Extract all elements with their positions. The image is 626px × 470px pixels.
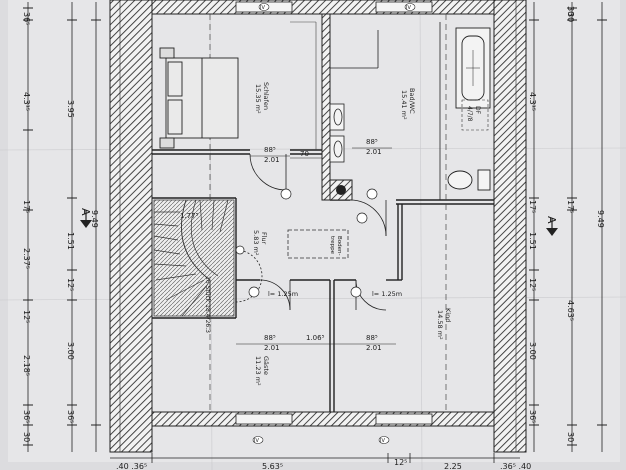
window-marker-1: IV: [260, 5, 265, 11]
dim-left-8: 30: [22, 432, 31, 442]
svg-text:Boden-: Boden-: [336, 236, 342, 255]
room-kind-area: 14.58 m²: [436, 310, 444, 340]
staircase: [153, 199, 235, 317]
dim-left-5: 12⁵: [22, 310, 31, 323]
window-marker-4: IV: [380, 438, 385, 444]
window-markers: IV IV IV IV: [252, 3, 416, 444]
wardrobe: [290, 21, 317, 150]
dim-right-outer-5: 30: [566, 432, 575, 442]
bathtub: [455, 27, 491, 109]
roof-window-label: DF 4/7/8: [461, 99, 489, 131]
dim-inner-3: 12⁵: [66, 278, 75, 291]
svg-text:DF: DF: [474, 106, 481, 115]
dim-inner-4: 3.00: [66, 342, 75, 360]
window-marker-2: IV: [406, 5, 411, 11]
dim-left-total: 9.49: [90, 210, 99, 228]
door6-height: 2.01: [366, 344, 382, 352]
dim-left-7: 36⁵: [22, 410, 31, 423]
room-kind-name: Kind: [444, 308, 452, 322]
dim-right-inner-4: 12⁵: [528, 278, 537, 291]
dim-right-inner-3: 1.51: [528, 232, 537, 250]
paper-sheet: [8, 0, 620, 462]
dim-right-inner-6: 36⁵: [528, 410, 537, 423]
dim-right-inner-5: 3.00: [528, 342, 537, 360]
door-dim-lines: [236, 147, 396, 345]
dim-inner-5: 36⁵: [66, 410, 75, 423]
dim-left-6: 2.18⁵: [22, 355, 31, 376]
toilet: [447, 169, 491, 191]
door5-width: 1.06⁵: [306, 334, 325, 342]
clearance-2: l= 1.25m: [372, 290, 402, 298]
dimension-chain-left: [23, 2, 101, 452]
room-gaeste-name: Gäste: [262, 356, 270, 375]
door4-height: 2.01: [264, 344, 280, 352]
svg-text:A: A: [545, 216, 558, 224]
dim-bottom-1: .40 .36⁵: [116, 462, 147, 470]
room-labels: Schlafen 15.35 m² Bad/WC 15.41 m² Flur 5…: [252, 82, 452, 386]
dim-right-outer-3: 17⁵: [566, 200, 575, 213]
dim-bottom-4: 2.25: [444, 462, 462, 470]
door-markers: [235, 188, 378, 298]
room-bad-name: Bad/WC: [408, 88, 416, 114]
dim-right-outer-4: 4.63⁵: [566, 300, 575, 321]
doors: [235, 153, 387, 311]
section-marker-right: A: [545, 216, 558, 236]
svg-text:A: A: [79, 208, 92, 216]
door3-height: 2.01: [366, 148, 382, 156]
door4-width: 88⁵: [264, 334, 276, 342]
dim-inner-1: 3.95: [66, 100, 75, 118]
dim-right-total: 9.49: [596, 210, 605, 228]
door6-width: 88⁵: [366, 334, 378, 342]
dim-bottom-3: 12⁵: [394, 458, 407, 467]
dim-left-3: 17⁵: [22, 200, 31, 213]
dimension-labels-bottom: .40 .36⁵ 5.63⁵ 12⁵ 2.25 .36⁵ .40: [116, 458, 531, 470]
clearance-1: l= 1.25m: [268, 290, 298, 298]
dimension-labels-left: 36⁵ 4.3¹⁵ 17⁵ 2.37⁵ 12⁵ 2.18⁵ 36⁵ 30 3.9…: [22, 12, 99, 442]
stair-count-label: 16 Stück 18.4/26.3: [204, 276, 211, 333]
dim-left-1: 36⁵: [22, 12, 31, 25]
clearance-labels: l= 1.25m l= 1.25m: [268, 290, 402, 298]
dim-right-outer-2: 30: [566, 12, 575, 22]
dim-right-outer-1: 30: [566, 6, 575, 16]
room-bad-area: 15.41 m²: [400, 90, 408, 120]
dim-inner-2: 1.51: [66, 232, 75, 250]
door3-width: 88⁵: [366, 138, 378, 146]
door-dimensions: 88⁵ 2.01 70 88⁵ 2.01 88⁵ 2.01 1.06⁵ 88⁵ …: [264, 138, 382, 352]
section-marker-left: A: [79, 208, 92, 228]
dimension-labels-right: 4.3¹⁵ 17⁵ 1.51 12⁵ 3.00 36⁵ 30 30 17⁵ 4.…: [528, 6, 605, 442]
svg-text:4/7/8: 4/7/8: [466, 106, 473, 122]
interior-walls: [152, 13, 494, 412]
room-gaeste-area: 11.23 m²: [254, 356, 262, 386]
dim-bottom-2: 5.63⁵: [262, 462, 283, 470]
dim-right-inner-2: 17⁵: [528, 200, 537, 213]
room-schlafen-name: Schlafen: [262, 82, 270, 110]
double-bed: [159, 47, 239, 149]
chimney-shaft: [329, 179, 353, 201]
door1-height: 2.01: [264, 156, 280, 164]
door2-width: 70: [300, 150, 309, 158]
roof-slope-lines: [209, 14, 447, 412]
dimension-chain-bottom: [110, 453, 520, 463]
room-schlafen-area: 15.35 m²: [254, 84, 262, 114]
attic-ladder: Boden- treppe: [287, 229, 349, 259]
washbasins: [329, 103, 345, 163]
room-flur-area: 5.83 m²: [252, 230, 260, 256]
stair-top-dim: 1.77⁵: [180, 212, 199, 220]
svg-text:treppe: treppe: [329, 236, 335, 255]
dim-left-2: 4.3¹⁵: [22, 92, 31, 111]
dim-right-inner-1: 4.3¹⁵: [528, 92, 537, 111]
window-marker-3: IV: [254, 438, 259, 444]
door1-width: 88⁵: [264, 146, 276, 154]
dim-bottom-5: .36⁵ .40: [500, 462, 531, 470]
dim-left-4: 2.37⁵: [22, 248, 31, 269]
dimension-chain-right: [529, 2, 607, 452]
room-flur-name: Flur: [260, 232, 268, 245]
